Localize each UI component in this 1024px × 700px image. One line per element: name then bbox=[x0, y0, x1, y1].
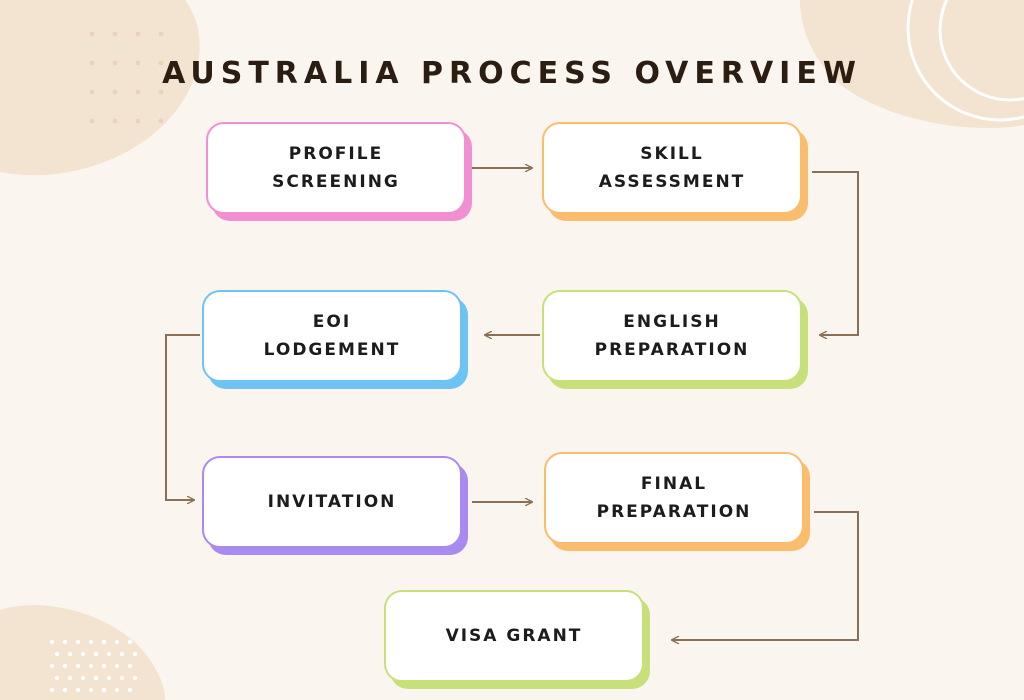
decor-dot bbox=[135, 118, 141, 124]
step-visa-grant: VISA GRANT bbox=[384, 590, 644, 682]
decor-dot bbox=[101, 639, 107, 645]
decor-dot bbox=[49, 687, 55, 693]
decor-dot bbox=[135, 31, 141, 37]
decor-dot bbox=[49, 639, 55, 645]
decor-dot bbox=[88, 687, 94, 693]
ring-decoration-2 bbox=[938, 0, 1024, 102]
decor-dot bbox=[114, 687, 120, 693]
decor-dot bbox=[89, 60, 95, 66]
decor-dot bbox=[49, 663, 55, 669]
decor-dot bbox=[89, 31, 95, 37]
decor-dot bbox=[135, 60, 141, 66]
decor-dot bbox=[67, 651, 73, 657]
step-label: PROFILE SCREENING bbox=[272, 144, 400, 192]
blob-top-right bbox=[800, 0, 1024, 128]
decor-dot bbox=[112, 31, 118, 37]
decor-dot bbox=[62, 663, 68, 669]
blob-top-left bbox=[0, 0, 200, 176]
decor-dot bbox=[89, 118, 95, 124]
decor-dot bbox=[158, 31, 164, 37]
decor-dot bbox=[62, 687, 68, 693]
step-label: INVITATION bbox=[267, 492, 397, 512]
decor-dot bbox=[101, 663, 107, 669]
decor-dot bbox=[93, 651, 99, 657]
decor-dot bbox=[158, 60, 164, 66]
step-label: SKILL ASSESSMENT bbox=[598, 144, 746, 192]
step-label: EOI LODGEMENT bbox=[263, 312, 401, 360]
step-profile-screening: PROFILE SCREENING bbox=[206, 122, 466, 214]
decor-dot bbox=[101, 687, 107, 693]
decor-dot bbox=[93, 675, 99, 681]
decor-dot bbox=[112, 60, 118, 66]
step-eoi-lodgement: EOI LODGEMENT bbox=[202, 290, 462, 382]
step-english-preparation: ENGLISH PREPARATION bbox=[542, 290, 802, 382]
decor-dot bbox=[75, 687, 81, 693]
step-label: VISA GRANT bbox=[445, 626, 583, 646]
decor-dot bbox=[80, 675, 86, 681]
decor-dot bbox=[158, 118, 164, 124]
decor-dot bbox=[158, 89, 164, 95]
decor-dot bbox=[127, 687, 133, 693]
decor-dot bbox=[89, 89, 95, 95]
decor-dot bbox=[106, 651, 112, 657]
arrow-skill-assessment-to-english-preparation bbox=[812, 171, 859, 335]
decor-dot bbox=[114, 663, 120, 669]
step-skill-assessment: SKILL ASSESSMENT bbox=[542, 122, 802, 214]
arrow-final-preparation-to-visa-grant bbox=[672, 511, 859, 640]
step-label: ENGLISH PREPARATION bbox=[594, 312, 750, 360]
step-invitation: INVITATION bbox=[202, 456, 462, 548]
decor-dot bbox=[132, 651, 138, 657]
decor-dot bbox=[119, 675, 125, 681]
step-final-preparation: FINAL PREPARATION bbox=[544, 452, 804, 544]
decor-dot bbox=[112, 118, 118, 124]
decor-dot bbox=[114, 639, 120, 645]
decor-dot bbox=[80, 651, 86, 657]
dot-grid-top-left bbox=[89, 31, 164, 124]
decor-dot bbox=[54, 675, 60, 681]
decor-dot bbox=[88, 639, 94, 645]
decor-dot bbox=[132, 675, 138, 681]
ring-decoration-1 bbox=[906, 0, 1024, 122]
page-title: AUSTRALIA PROCESS OVERVIEW bbox=[162, 56, 862, 91]
dot-grid-bottom-left bbox=[49, 639, 138, 693]
decor-dot bbox=[135, 89, 141, 95]
decor-dot bbox=[75, 663, 81, 669]
decor-dot bbox=[106, 675, 112, 681]
step-label: FINAL PREPARATION bbox=[596, 474, 752, 522]
decor-dot bbox=[127, 639, 133, 645]
decor-dot bbox=[54, 651, 60, 657]
decor-dot bbox=[88, 663, 94, 669]
decor-dot bbox=[75, 639, 81, 645]
decor-dot bbox=[119, 651, 125, 657]
decor-dot bbox=[112, 89, 118, 95]
arrow-eoi-lodgement-to-invitation bbox=[165, 334, 200, 500]
decor-dot bbox=[62, 639, 68, 645]
decor-dot bbox=[67, 675, 73, 681]
decor-dot bbox=[127, 663, 133, 669]
